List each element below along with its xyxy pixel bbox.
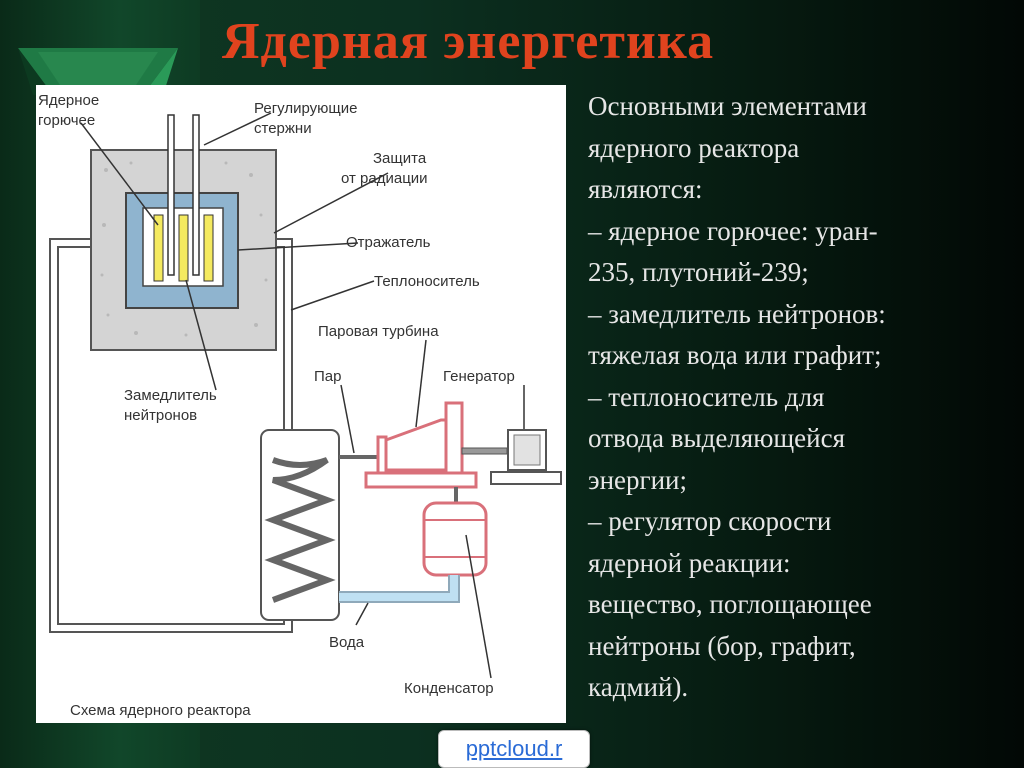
reactor-elements-text: Основными элементами ядерного реактора я… <box>588 86 1012 709</box>
label-generator: Генератор <box>443 368 515 385</box>
text-line: – замедлитель нейтронов: <box>588 298 886 329</box>
heat-exchanger-coil <box>264 457 336 603</box>
fuel-rod <box>203 214 214 282</box>
text-line: – теплоноситель для <box>588 381 825 412</box>
label-shield: от радиации <box>341 170 428 187</box>
label-fuel: Ядерное <box>38 92 99 109</box>
reactor-diagram: Ядерное горючее Регулирующие стержни Защ… <box>36 85 566 723</box>
label-coolant: Теплоноситель <box>374 273 480 290</box>
label-fuel: горючее <box>38 112 95 129</box>
text-line: ядерного реактора <box>588 132 800 163</box>
label-shield: Защита <box>373 150 427 167</box>
turbine-shaft <box>461 447 508 455</box>
text-line: кадмий). <box>588 672 689 702</box>
fuel-rod <box>178 214 189 282</box>
emerald-logo-icon <box>18 48 178 135</box>
condenser <box>422 501 488 577</box>
text-line: Основными элементами <box>588 91 867 121</box>
page-title: Ядерная энергетика <box>222 13 715 70</box>
diagram-caption: Схема ядерного реактора <box>70 702 251 719</box>
text-line: – регулятор скорости <box>588 506 832 536</box>
text-line: 235, плутоний-239; <box>588 257 809 287</box>
label-control-rods: стержни <box>254 120 312 137</box>
label-steam: Пар <box>314 368 341 385</box>
text-line: нейтроны (бор, графит, <box>588 630 856 661</box>
label-moderator: нейтронов <box>124 407 197 424</box>
label-water: Вода <box>329 634 365 651</box>
label-control-rods: Регулирующие <box>254 100 357 117</box>
control-rod <box>167 114 175 276</box>
text-line: ядерной реакции: <box>588 547 791 578</box>
text-line: энергии; <box>588 464 687 495</box>
label-condenser: Конденсатор <box>404 680 494 697</box>
label-moderator: Замедлитель <box>124 387 217 404</box>
label-reflector: Отражатель <box>346 234 431 251</box>
control-rod <box>192 114 200 276</box>
text-line: тяжелая вода или графит; <box>588 340 882 370</box>
text-line: отвода выделяющейся <box>588 423 846 453</box>
pptcloud-watermark-link[interactable]: pptcloud.r <box>438 730 590 768</box>
label-turbine: Паровая турбина <box>318 323 439 340</box>
text-line: вещество, поглощающее <box>588 589 872 619</box>
fuel-rod <box>153 214 164 282</box>
text-line: являются: <box>588 174 703 204</box>
text-line: – ядерное горючее: уран- <box>588 215 878 246</box>
